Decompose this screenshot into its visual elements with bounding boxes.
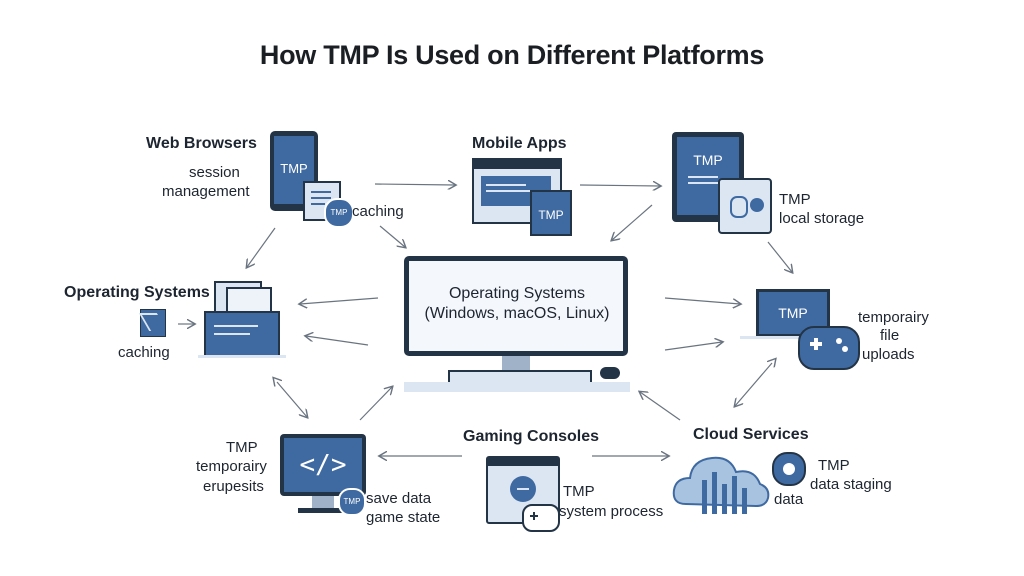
mobile-apps-title: Mobile Apps (472, 135, 567, 152)
os-left-caching: caching (118, 344, 170, 361)
save-data-line: save data (366, 490, 432, 507)
arrow-uploads-to-cloud (735, 363, 772, 406)
center-subtitle: (Windows, macOS, Linux) (424, 305, 610, 322)
arrow-browser-to-os-left (247, 227, 276, 267)
storage-tmp-line: TMP (779, 191, 811, 208)
browser-mini-tmp-badge: TMP (324, 198, 354, 228)
arrow-center-to-os-left-2 (306, 336, 369, 346)
arrow-mobile-to-storage (579, 185, 660, 186)
cloud-tmp-line: TMP (818, 457, 850, 474)
browser-caching: caching (352, 203, 404, 220)
console-controller-icon (522, 504, 560, 532)
gaming-process-line: system process (559, 503, 664, 520)
tablet-storage-icon: TMP (672, 132, 744, 222)
uploads-line1: temporairy (858, 309, 929, 326)
cache-file-icon (138, 309, 168, 337)
arrow-center-to-os-left-1 (300, 297, 379, 304)
arrow-code-to-center (359, 387, 392, 421)
center-label: Operating Systems (Windows, macOS, Linux… (412, 284, 622, 324)
bottom-left-line2: temporairy (196, 458, 267, 475)
arrow-browser-to-mobile (374, 184, 455, 185)
session-note: session (189, 164, 240, 181)
code-monitor-icon: </> (280, 434, 366, 496)
cloud-staging-line: data staging (810, 476, 892, 493)
code-monitor-stand (312, 496, 334, 508)
arrow-storage-to-uploads (767, 241, 792, 272)
arrow-center-to-uploads-2 (664, 342, 722, 351)
bottom-left-line3: erupesits (203, 478, 264, 495)
web-browsers-title: Web Browsers (146, 135, 257, 152)
cloud-icon (672, 456, 770, 514)
gamepad-icon (798, 326, 860, 370)
cloud-data-label: data (774, 491, 804, 508)
arrow-browser-to-center (379, 225, 405, 247)
storage-tmp-badge: TMP (693, 152, 723, 168)
mouse-icon (600, 367, 620, 379)
arrow-storage-to-center (612, 204, 653, 240)
mobile-tmp-badge: TMP (530, 190, 572, 236)
arrow-cloud-to-center (640, 392, 681, 421)
game-state-line: game state (366, 509, 441, 526)
management-note: management (162, 183, 250, 200)
arrow-center-to-uploads-1 (664, 297, 740, 304)
data-node-icon (772, 452, 806, 486)
uploads-screen-icon: TMP (756, 289, 830, 337)
arrow-os-left-to-code (277, 382, 307, 417)
monitor-stand (502, 356, 530, 370)
uploads-line3: uploads (862, 346, 915, 363)
gaming-tmp-line: TMP (563, 483, 595, 500)
local-storage-line: local storage (779, 210, 865, 227)
desktop-monitor-icon (404, 256, 628, 356)
center-title: Operating Systems (448, 285, 586, 302)
code-monitor-base (298, 508, 348, 513)
browser-tmp-badge: TMP (280, 161, 308, 176)
app-window-icon (472, 158, 562, 224)
gaming-title: Gaming Consoles (463, 428, 600, 445)
uploads-line2: file (880, 327, 900, 344)
uploads-shelf (740, 336, 846, 339)
code-tmp-badge: TMP (338, 488, 366, 516)
desk-base (404, 382, 630, 392)
page-title: How TMP Is Used on Different Platforms (259, 40, 765, 70)
cloud-title: Cloud Services (693, 426, 809, 443)
storage-device-icon (718, 178, 772, 234)
documents-icon (198, 281, 286, 359)
os-left-title: Operating Systems (64, 284, 210, 301)
bottom-left-line1: TMP (226, 439, 258, 456)
